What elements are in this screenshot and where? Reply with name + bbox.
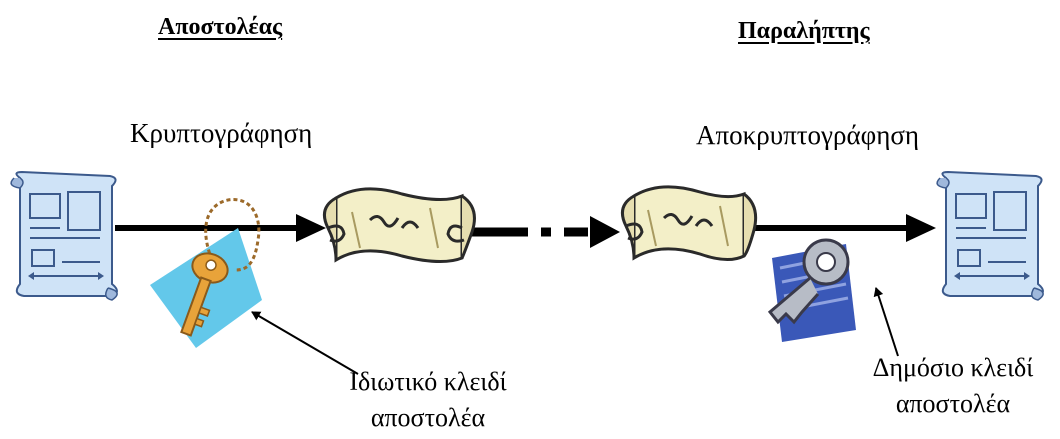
- private-key-label-line2: αποστολέα: [318, 400, 538, 436]
- receiver-heading: Παραλήπτης: [738, 18, 870, 45]
- public-key-label-line2: αποστολέα: [850, 386, 1056, 422]
- encrypted-scroll-icon: [324, 189, 474, 262]
- flow-arrowhead-1: [296, 214, 326, 242]
- private-key-icon: [150, 200, 262, 348]
- encryption-step-label: Κρυπτογράφηση: [130, 118, 312, 149]
- sender-heading: Αποστολέας: [158, 14, 282, 41]
- plain-document-icon: [937, 172, 1043, 300]
- private-key-label: Ιδιωτικό κλειδί αποστολέα: [318, 364, 538, 436]
- encrypted-scroll-icon: [622, 187, 755, 260]
- public-key-pointer-arrow: [876, 288, 898, 356]
- plain-document-icon: [11, 172, 117, 300]
- public-key-label-line1: Δημόσιο κλειδί: [850, 350, 1056, 386]
- public-key-icon: [770, 240, 856, 342]
- decryption-step-label: Αποκρυπτογράφηση: [696, 120, 919, 151]
- private-key-label-line1: Ιδιωτικό κλειδί: [318, 364, 538, 400]
- flow-arrowhead-2: [590, 216, 620, 248]
- public-key-label: Δημόσιο κλειδί αποστολέα: [850, 350, 1056, 422]
- flow-arrowhead-3: [906, 214, 936, 242]
